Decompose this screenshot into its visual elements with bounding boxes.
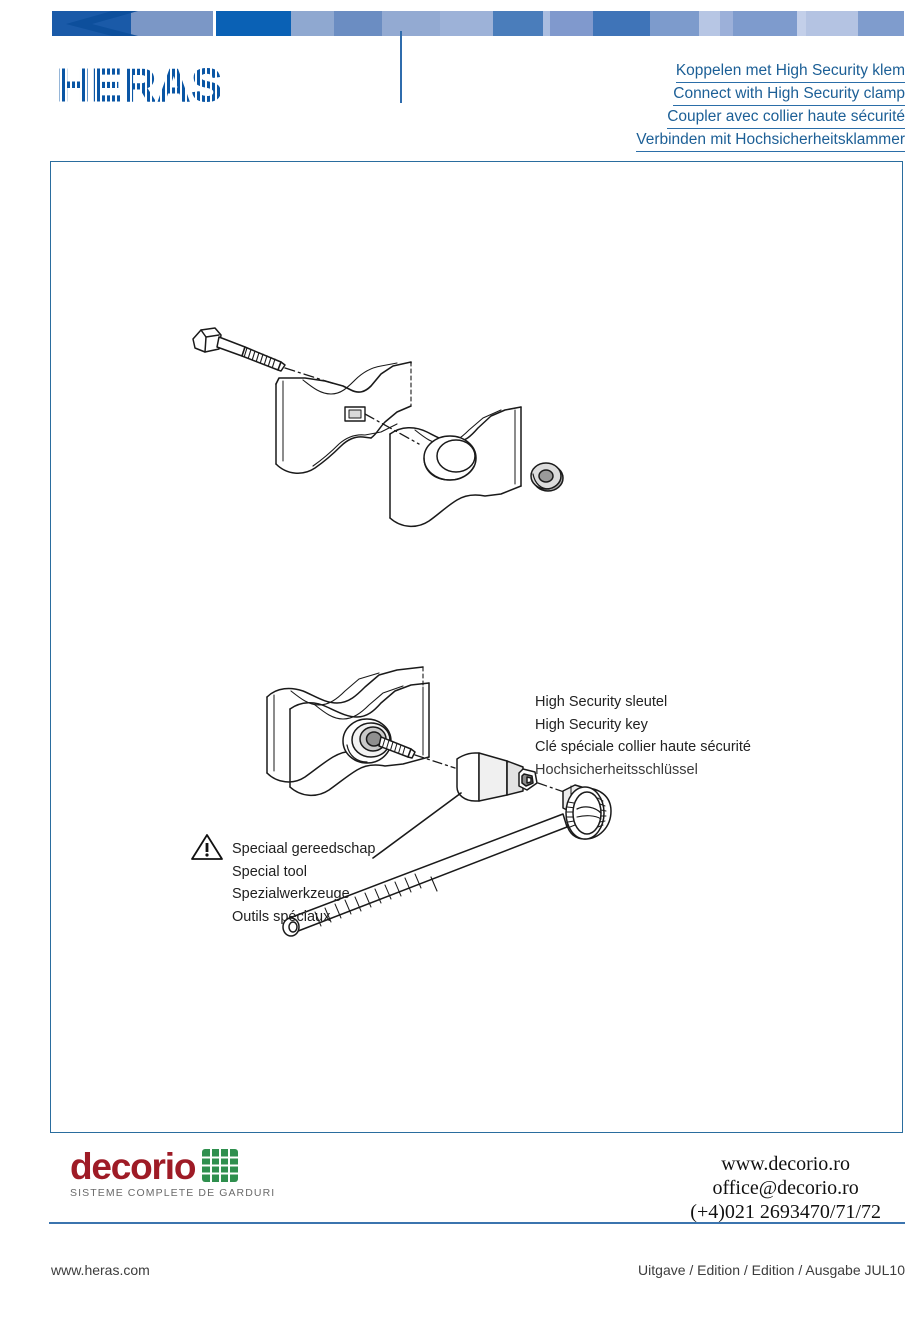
clamp-key-special-tool-diagram <box>255 665 625 965</box>
banner-arrow-shape <box>52 11 172 36</box>
header-banner-mosaic <box>52 11 904 36</box>
decorio-logo: decorio SISTEME COMPLETE DE GARDURI <box>70 1148 280 1210</box>
special-tool-callout: Speciaal gereedschap Special tool Spezia… <box>232 838 376 928</box>
title-line-fr: Coupler avec collier haute sécurité <box>667 106 905 129</box>
green-mesh-grid-icon <box>201 1148 238 1182</box>
heras-website-link[interactable]: www.heras.com <box>51 1262 150 1278</box>
banner-block-15 <box>732 11 797 36</box>
banner-block-10 <box>550 11 594 36</box>
banner-block-8 <box>493 11 544 36</box>
banner-block-5 <box>334 11 383 36</box>
warning-triangle-icon <box>190 833 224 861</box>
banner-block-18 <box>857 11 904 36</box>
banner-block-2 <box>212 11 217 36</box>
banner-block-1 <box>130 11 213 36</box>
edition-label: Uitgave / Edition / Edition / Ausgabe JU… <box>638 1262 905 1278</box>
tool-line-nl: Speciaal gereedschap <box>232 841 376 857</box>
banner-block-12 <box>650 11 699 36</box>
contact-website[interactable]: www.decorio.ro <box>721 1153 850 1175</box>
banner-block-7 <box>439 11 494 36</box>
key-line-nl: High Security sleutel <box>535 694 668 710</box>
title-line-nl: Koppelen met High Security klem <box>675 60 905 83</box>
banner-block-4 <box>291 11 335 36</box>
banner-block-11 <box>593 11 651 36</box>
decorio-wordmark: decorio <box>70 1146 196 1187</box>
tool-line-fr: Outils spéciaux <box>232 908 331 925</box>
high-security-key-callout: High Security sleutel High Security key … <box>535 691 751 781</box>
illustration-content-box <box>50 161 903 1133</box>
exploded-clamp-bolt-diagram <box>175 318 605 548</box>
key-line-en: High Security key <box>535 716 648 733</box>
banner-block-3 <box>216 11 292 36</box>
banner-block-9 <box>543 11 551 36</box>
footer-divider-rule <box>49 1222 905 1224</box>
document-title-block: Koppelen met High Security klem Connect … <box>485 60 905 152</box>
key-line-fr: Clé spéciale collier haute sécurité <box>535 739 751 755</box>
contact-email[interactable]: office@decorio.ro <box>712 1177 859 1199</box>
header-vertical-divider <box>400 31 402 103</box>
banner-block-13 <box>698 11 721 36</box>
title-line-de: Verbinden mit Hochsicherheitsklammer <box>636 129 905 152</box>
heras-logo-text: HERAS <box>56 59 224 111</box>
banner-block-6 <box>382 11 440 36</box>
banner-block-14 <box>720 11 733 36</box>
heras-logo: HERAS <box>56 59 273 111</box>
decorio-contact-block: www.decorio.ro office@decorio.ro (+4)021… <box>690 1152 881 1224</box>
title-line-en: Connect with High Security clamp <box>673 83 905 106</box>
tool-line-en: Special tool <box>232 863 307 880</box>
banner-block-16 <box>796 11 806 36</box>
banner-block-17 <box>805 11 858 36</box>
decorio-tagline: SISTEME COMPLETE DE GARDURI <box>70 1187 276 1199</box>
contact-phone: (+4)021 2693470/71/72 <box>690 1201 881 1223</box>
key-line-de: Hochsicherheitsschlüssel <box>535 761 698 778</box>
tool-line-de: Spezialwerkzeuge <box>232 886 350 902</box>
